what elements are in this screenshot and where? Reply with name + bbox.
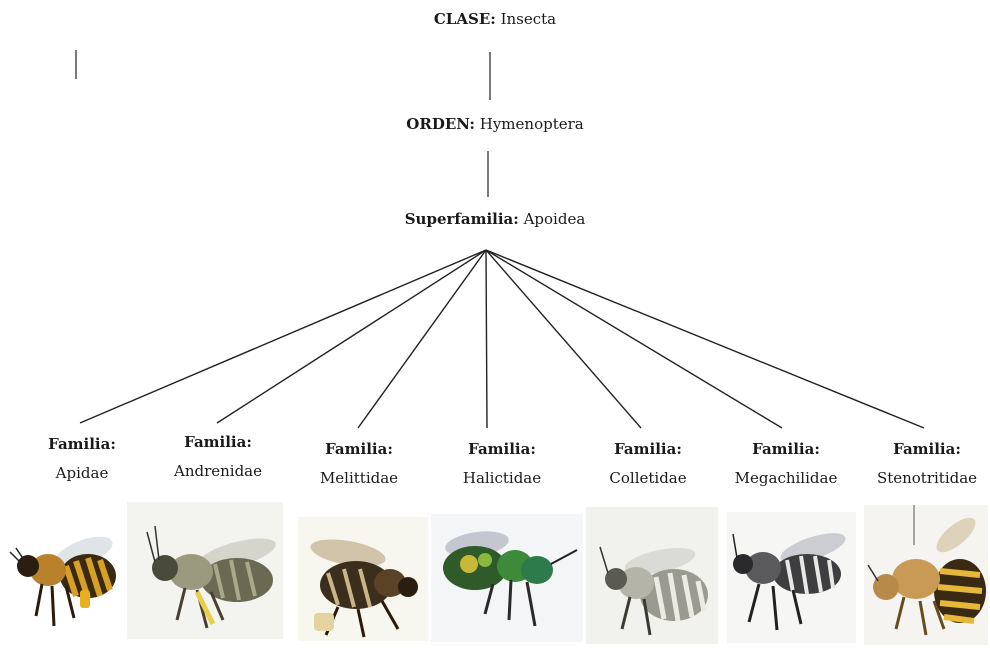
orden-label: ORDEN: xyxy=(406,115,475,133)
colletidae-bee-image xyxy=(586,507,718,644)
family-name: Halictidae xyxy=(463,464,541,493)
node-clase: CLASE: Insecta xyxy=(434,10,556,28)
family-stenotritidae: Familia: Stenotritidae xyxy=(877,435,977,493)
node-superfamilia: Superfamilia: Apoidea xyxy=(405,210,586,228)
family-label: Familia: xyxy=(174,428,262,457)
connector-stenotritidae xyxy=(486,250,924,428)
family-colletidae: Familia: Colletidae xyxy=(609,435,686,493)
connector-colletidae xyxy=(486,250,641,428)
family-andrenidae: Familia: Andrenidae xyxy=(174,428,262,486)
family-name: Melittidae xyxy=(320,464,398,493)
megachilidae-bee-image xyxy=(727,512,856,643)
stenotritidae-bee-image xyxy=(864,505,988,645)
connector-halictidae xyxy=(486,250,487,428)
family-name: Apidae xyxy=(48,459,116,488)
family-melittidae: Familia: Melittidae xyxy=(320,435,398,493)
clase-value: Insecta xyxy=(501,10,557,28)
orden-value: Hymenoptera xyxy=(480,115,584,133)
family-label: Familia: xyxy=(609,435,686,464)
andrenidae-bee-image xyxy=(127,502,283,639)
connector-andrenidae xyxy=(217,250,486,423)
melittidae-bee-image xyxy=(298,517,428,641)
family-apidae: Familia: Apidae xyxy=(48,430,116,488)
family-name: Colletidae xyxy=(609,464,686,493)
family-label: Familia: xyxy=(48,430,116,459)
apidae-bee-image xyxy=(6,506,118,640)
halictidae-bee-image xyxy=(431,514,583,642)
family-label: Familia: xyxy=(735,435,838,464)
family-name: Andrenidae xyxy=(174,457,262,486)
family-megachilidae: Familia: Megachilidae xyxy=(735,435,838,493)
node-orden: ORDEN: Hymenoptera xyxy=(406,115,583,133)
family-label: Familia: xyxy=(463,435,541,464)
family-name: Stenotritidae xyxy=(877,464,977,493)
superfamilia-value: Apoidea xyxy=(524,210,586,228)
family-label: Familia: xyxy=(320,435,398,464)
clase-label: CLASE: xyxy=(434,10,496,28)
family-name: Megachilidae xyxy=(735,464,838,493)
connector-apidae xyxy=(80,250,486,423)
connector-megachilidae xyxy=(486,250,782,428)
superfamilia-label: Superfamilia: xyxy=(405,210,519,228)
family-halictidae: Familia: Halictidae xyxy=(463,435,541,493)
family-label: Familia: xyxy=(877,435,977,464)
